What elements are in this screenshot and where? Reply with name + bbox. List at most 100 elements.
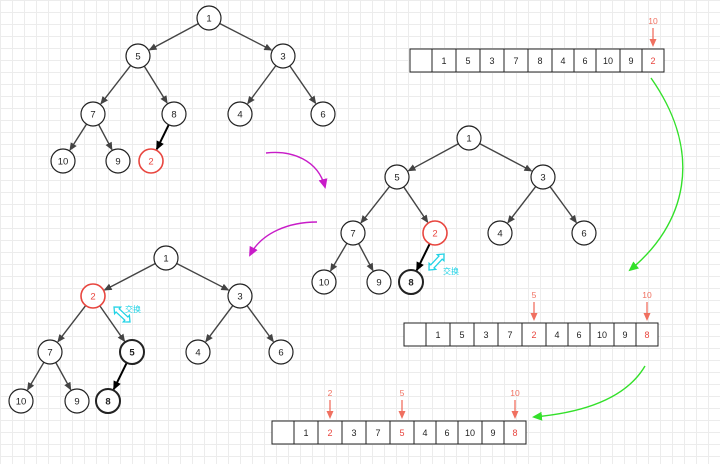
- tree-node: 4: [487, 220, 513, 246]
- down-arrow-icon: [643, 313, 651, 321]
- step-arrow-green: [532, 365, 646, 421]
- index-marker: 5: [398, 388, 406, 419]
- tree-edge: [100, 65, 132, 105]
- swap-label: 交换: [443, 266, 459, 276]
- swap-indicator: 交换: [428, 253, 459, 276]
- node-label: 9: [115, 157, 120, 168]
- down-arrow-icon: [398, 411, 406, 419]
- tree-edge: [407, 143, 459, 172]
- array-cell-value: 3: [351, 428, 356, 438]
- tree-node: 5: [384, 164, 410, 190]
- node-label: 7: [350, 229, 355, 240]
- node-circle: [487, 220, 513, 246]
- tree-node: 3: [227, 283, 253, 309]
- tree-node: 10: [311, 269, 337, 295]
- node-circle: [366, 269, 392, 295]
- node-label: 8: [171, 110, 176, 121]
- tree-node: 4: [227, 101, 253, 127]
- array-cell-value: 8: [512, 428, 517, 438]
- tree-edge: [219, 22, 273, 51]
- tree-node: 6: [268, 339, 294, 365]
- tree-node: 3: [270, 43, 296, 69]
- step-arrow-green: [628, 77, 684, 272]
- node-label: 8: [408, 278, 413, 289]
- node-circle: [227, 101, 253, 127]
- array-cell-value: 4: [554, 330, 559, 340]
- array-cell: [271, 420, 295, 445]
- tree-edge: [69, 123, 88, 151]
- tree-node: 9: [105, 148, 131, 174]
- tree-node: 2: [80, 283, 106, 309]
- node-circle: [80, 101, 106, 127]
- array-cell-value: 9: [490, 428, 495, 438]
- array-cell-value: 5: [465, 56, 470, 66]
- node-label: 5: [394, 173, 399, 184]
- array-cell-value: 6: [582, 56, 587, 66]
- tree-edge: [358, 243, 374, 272]
- tree-edge: [330, 242, 348, 272]
- swap-indicator: 交换: [113, 304, 141, 323]
- tree-node: 3: [530, 164, 556, 190]
- down-arrow-icon: [326, 411, 334, 419]
- array-cell-value: 5: [399, 428, 404, 438]
- tree-edge: [112, 362, 128, 391]
- array-cell-value: 7: [507, 330, 512, 340]
- tree-node: 4: [185, 339, 211, 365]
- node-circle: [50, 148, 76, 174]
- tree-node: 8: [398, 269, 424, 295]
- tree-node: 1: [153, 245, 179, 271]
- node-label: 1: [206, 14, 211, 25]
- tree-edge: [176, 262, 230, 291]
- tree-edge: [246, 305, 274, 343]
- node-circle: [185, 339, 211, 365]
- index-marker-label: 10: [510, 388, 520, 398]
- node-label: 6: [581, 229, 586, 240]
- array-cell-value: 5: [459, 330, 464, 340]
- index-marker: 10: [510, 388, 520, 419]
- tree-node: 1: [196, 5, 222, 31]
- array-cell-value: 10: [465, 428, 475, 438]
- node-label: 4: [195, 348, 200, 359]
- tree-node: 6: [310, 101, 336, 127]
- node-label: 6: [278, 348, 283, 359]
- tree-edge: [27, 361, 45, 391]
- array-cell-value: 6: [444, 428, 449, 438]
- tree-edge: [143, 65, 168, 104]
- tree-node: 9: [64, 388, 90, 414]
- array-cell-value: 2: [327, 428, 332, 438]
- array-cell-value: 10: [603, 56, 613, 66]
- node-circle: [398, 269, 424, 295]
- node-label: 3: [540, 173, 545, 184]
- tree-edge: [99, 305, 126, 343]
- index-marker: 10: [648, 16, 658, 47]
- node-label: 4: [237, 110, 242, 121]
- tree-node: 7: [80, 101, 106, 127]
- node-circle: [95, 388, 121, 414]
- tree-edge: [57, 305, 87, 343]
- array-cell-value: 6: [576, 330, 581, 340]
- down-arrow-icon: [530, 313, 538, 321]
- tree-edge: [415, 243, 431, 272]
- tree-edge: [289, 65, 317, 105]
- node-label: 8: [105, 397, 110, 408]
- node-label: 3: [280, 52, 285, 63]
- tree-node: 10: [50, 148, 76, 174]
- array-cell-value: 3: [489, 56, 494, 66]
- down-arrow-icon: [511, 411, 519, 419]
- node-label: 9: [74, 397, 79, 408]
- node-circle: [153, 245, 179, 271]
- tree-node: 5: [119, 339, 145, 365]
- tree-node: 2: [138, 148, 164, 174]
- array-cell-value: 7: [513, 56, 518, 66]
- index-marker: 5: [530, 290, 538, 321]
- node-circle: [119, 339, 145, 365]
- down-arrow-icon: [649, 39, 657, 47]
- node-label: 5: [135, 52, 140, 63]
- node-circle: [310, 101, 336, 127]
- node-circle: [270, 43, 296, 69]
